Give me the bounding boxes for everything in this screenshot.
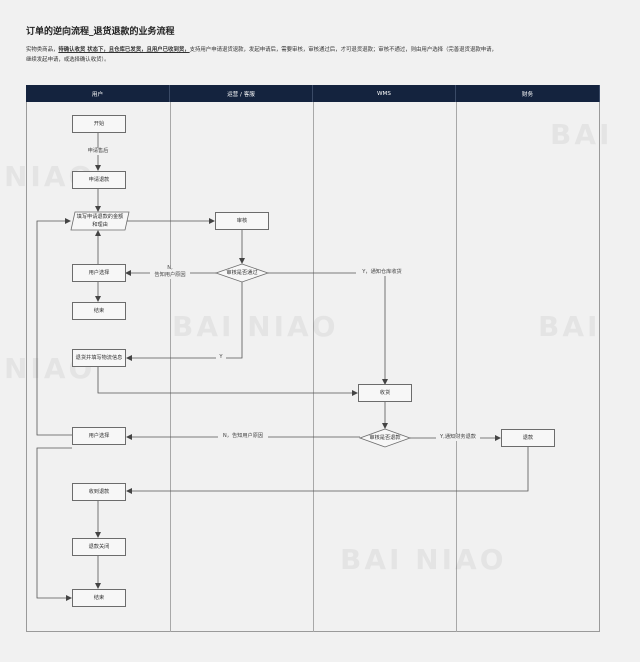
desc-rest: 支持用户申请退货退款，发起申请后，需要审核，审核通过后，才可退货退款；审核不通过… — [189, 47, 497, 53]
fill-reason-line1: 填写申请退款的金额 — [76, 214, 124, 220]
user-choice-node: 用户选择 — [72, 264, 126, 282]
lane-divider — [456, 102, 457, 632]
review-pass-decision: 审核是否通过 — [226, 270, 258, 276]
receive-goods-node: 收货 — [358, 384, 412, 402]
edge-label-notify-reason: 告知用户原因 — [154, 272, 186, 278]
fill-reason-line2: 和理由 — [92, 222, 108, 228]
lane-header-user: 用户 — [26, 85, 170, 102]
lane-header-ops: 运营 / 客服 — [170, 85, 313, 102]
receive-refund-node: 收到退款 — [72, 483, 126, 501]
page-title: 订单的逆向流程_退货退款的业务流程 — [26, 27, 175, 37]
edge-label-n-reason: N, 告知用户原因 — [150, 265, 190, 279]
fill-reason-node: 填写申请退款的金额 和理由 — [72, 213, 128, 229]
user-choice-node: 用户选择 — [72, 427, 126, 445]
watermark: BAI — [538, 310, 601, 343]
lane-header-wms: WMS — [313, 85, 456, 102]
desc-emphasis: 待确认收货 状态下，且仓库已发货，且用户已收到货， — [58, 47, 190, 53]
refund-node: 退款 — [501, 429, 555, 447]
watermark: BAI NIAO — [340, 543, 507, 576]
edge-label-after-apply: 申请售后 — [82, 148, 114, 155]
end-node: 结束 — [72, 589, 126, 607]
refund-closed-node: 退款关闭 — [72, 538, 126, 556]
edge-label-notify-finance: Y,通知财务退款 — [436, 434, 480, 441]
edge-label-n: N, — [167, 265, 173, 271]
refund-decision: 审核是否退款 — [369, 435, 401, 441]
apply-refund-node: 申请退款 — [72, 171, 126, 189]
start-node: 开始 — [72, 115, 126, 133]
fill-logistics-node: 退货并填写物流信息 — [72, 349, 126, 367]
edge-label-notify-wms: Y，通知仓库收货 — [356, 269, 408, 276]
watermark: BAI NIAO — [172, 310, 339, 343]
watermark: BAI — [550, 118, 613, 151]
desc-line2: 继续发起申请，或选择确认收货）。 — [26, 57, 110, 63]
desc-prefix: 实物类商品， — [26, 47, 59, 53]
review-node: 审核 — [215, 212, 269, 230]
lane-divider — [170, 102, 171, 632]
edge-label-n-reason: N，告知用户原因 — [218, 433, 268, 440]
edge-label-y: Y — [216, 354, 226, 361]
description: 实物类商品，待确认收货 状态下，且仓库已发货，且用户已收到货，支持用户申请退货退… — [26, 45, 616, 65]
lane-divider — [313, 102, 314, 632]
lane-header-finance: 财务 — [456, 85, 600, 102]
end-node: 结束 — [72, 302, 126, 320]
